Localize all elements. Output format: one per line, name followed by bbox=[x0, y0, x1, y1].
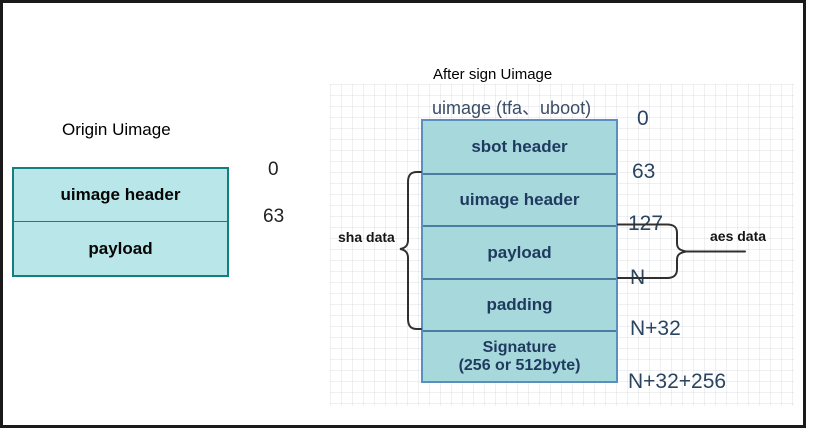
signed-offset-n-plus-32: N+32 bbox=[630, 317, 681, 340]
signed-section-sbot-header: sbot header bbox=[471, 137, 568, 156]
after-sign-uimage-title: After sign Uimage bbox=[433, 66, 553, 83]
origin-section-uimage-header: uimage header bbox=[60, 185, 181, 204]
signed-section-signature: Signature (256 or 512byte) bbox=[423, 330, 616, 381]
sha-data-label: sha data bbox=[338, 229, 395, 245]
signed-section-padding: padding bbox=[423, 278, 616, 330]
signed-box-title: uimage (tfa、uboot) bbox=[432, 98, 592, 118]
signed-section-payload: payload bbox=[423, 225, 616, 278]
origin-uimage-title: Origin Uimage bbox=[62, 120, 171, 139]
signature-label-line1: Signature bbox=[482, 338, 557, 356]
aes-data-label: aes data bbox=[710, 228, 767, 244]
signed-offset-127: 127 bbox=[628, 212, 664, 235]
origin-uimage-box: uimage header payload bbox=[12, 167, 229, 277]
origin-section-payload: payload bbox=[14, 221, 227, 275]
signed-offset-n: N bbox=[630, 266, 646, 289]
origin-offset-0: 0 bbox=[268, 159, 279, 180]
signed-section-uimage-header: uimage header bbox=[423, 173, 616, 225]
signed-offset-0: 0 bbox=[637, 107, 649, 130]
signed-uimage-box: sbot header uimage header payload paddin… bbox=[421, 119, 618, 383]
signed-offset-n-plus-32-plus-256: N+32+256 bbox=[628, 370, 727, 393]
origin-offset-63: 63 bbox=[263, 206, 285, 227]
signed-offset-63: 63 bbox=[632, 160, 656, 183]
signature-label-line2: (256 or 512byte) bbox=[458, 356, 581, 374]
